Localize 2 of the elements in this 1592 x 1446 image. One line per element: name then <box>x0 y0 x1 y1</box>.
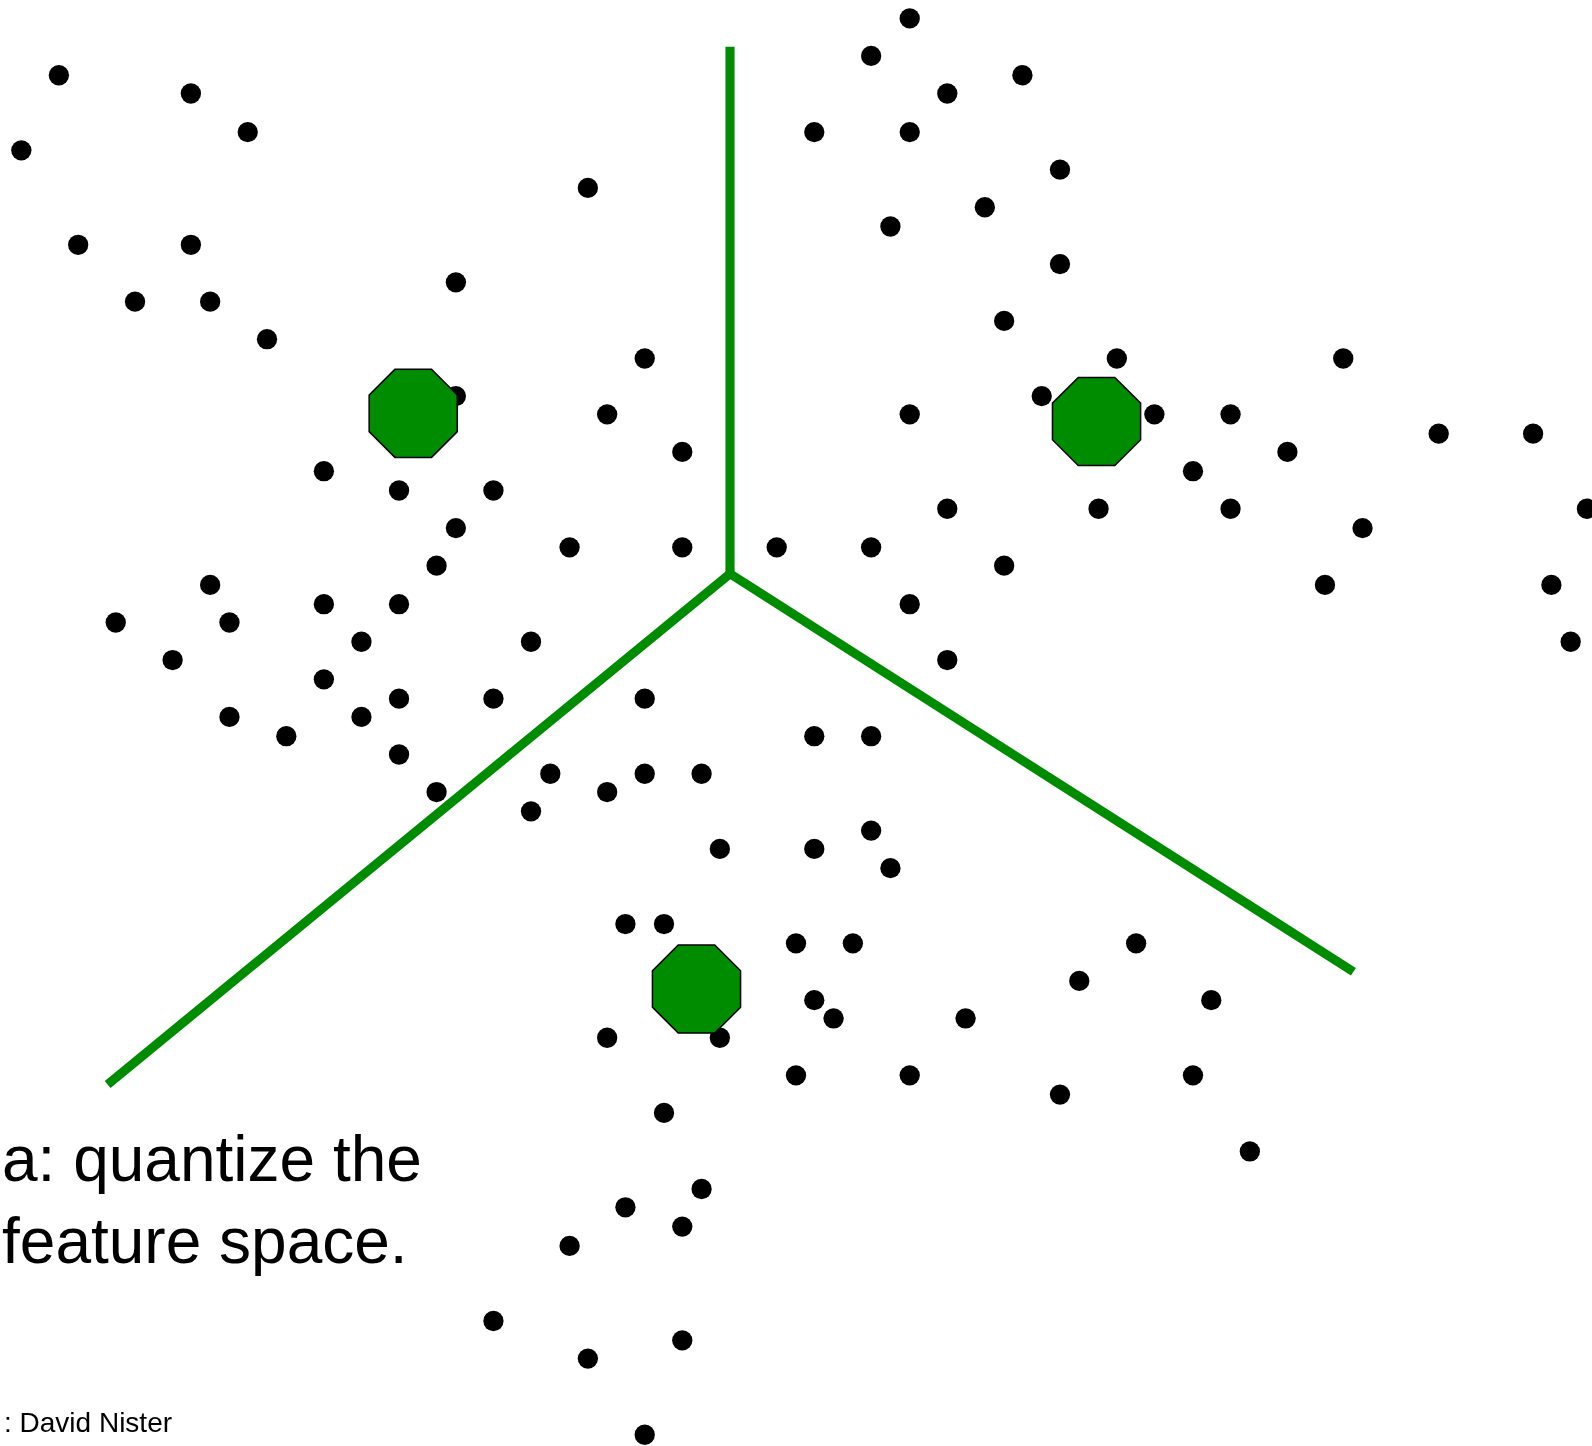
credit-text: : David Nister <box>4 1406 174 1440</box>
caption-text: a: quantize the feature space. <box>2 1122 423 1279</box>
